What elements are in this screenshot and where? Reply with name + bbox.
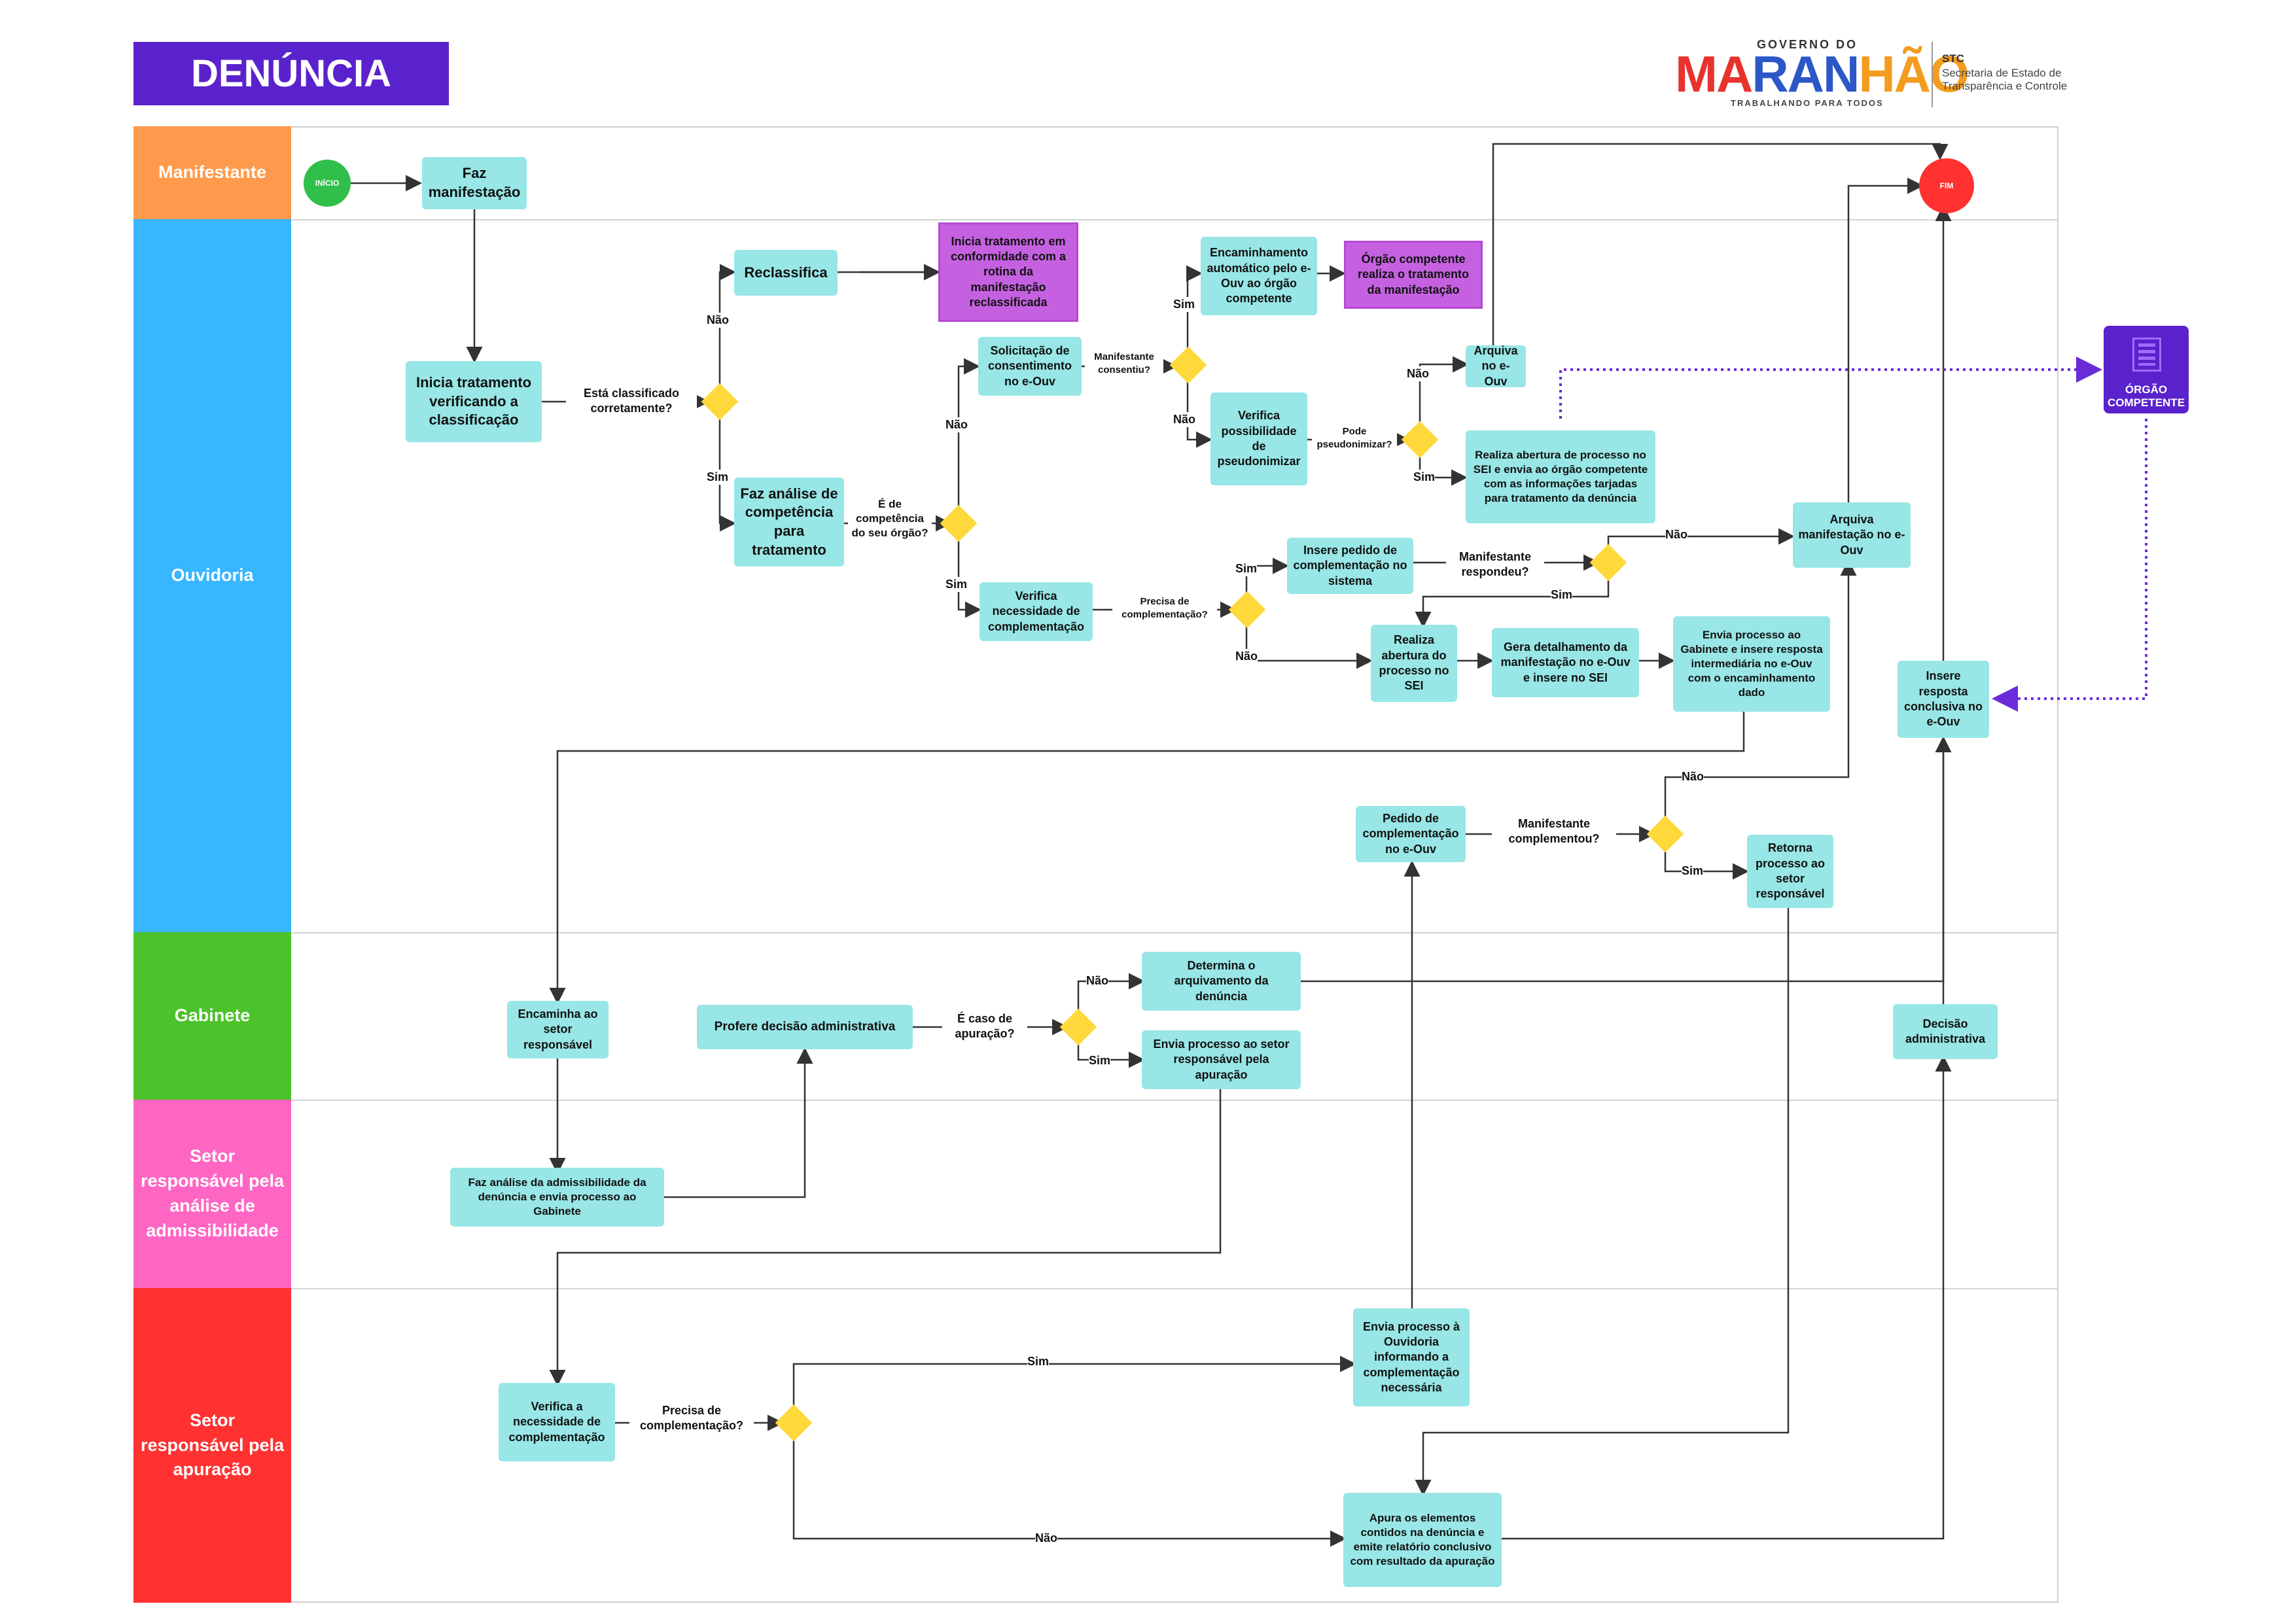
task-arquiva-manifestacao: Arquiva manifestação no e-Ouv: [1793, 502, 1911, 568]
task-encaminhamento-automatico: Encaminhamento automático pelo e-Ouv ao …: [1201, 237, 1317, 315]
answer-sim: Sim: [1235, 561, 1258, 577]
question-respondeu: Manifestante respondeu?: [1446, 550, 1544, 580]
answer-sim: Sim: [1089, 1053, 1111, 1069]
answer-nao: Não: [945, 417, 968, 433]
answer-sim: Sim: [1173, 297, 1195, 313]
question-classificado: Está classificado corretamente?: [566, 386, 697, 417]
page-title: DENÚNCIA: [133, 42, 449, 105]
answer-sim: Sim: [1682, 864, 1704, 879]
answer-nao: Não: [1235, 649, 1258, 665]
answer-nao: Não: [1665, 527, 1688, 543]
answer-sim: Sim: [1413, 470, 1436, 485]
task-solicitacao-consentimento: Solicitação de consentimento no e-Ouv: [978, 337, 1082, 396]
logo-governo-text: GOVERNO DO: [1757, 38, 1858, 51]
lane-ouvidoria: Ouvidoria: [133, 219, 291, 932]
orgao-competente-label: ÓRGÃO COMPETENTE: [2107, 383, 2185, 410]
task-determina-arquivamento: Determina o arquivamento da denúncia: [1142, 952, 1301, 1011]
question-complementou: Manifestante complementou?: [1492, 816, 1616, 847]
task-analise-admissibilidade: Faz análise da admissibilidade da denúnc…: [450, 1168, 664, 1227]
task-orgao-competente-realiza: Órgão competente realiza o tratamento da…: [1344, 241, 1483, 309]
task-gera-detalhamento: Gera detalhamento da manifestação no e-O…: [1492, 628, 1639, 697]
inicio-label: INÍCIO: [315, 179, 340, 188]
answer-nao: Não: [707, 313, 730, 328]
answer-nao: Não: [1035, 1531, 1058, 1546]
question-consentiu: Manifestante consentiu?: [1085, 351, 1163, 376]
lane-gabinete: Gabinete: [133, 932, 291, 1100]
task-verifica-complementacao-apuracao: Verifica a necessidade de complementação: [499, 1383, 615, 1461]
lane-divider: [291, 219, 2058, 220]
task-faz-manifestacao: Faz manifestação: [422, 157, 527, 209]
task-envia-ouvidoria: Envia processo à Ouvidoria informando a …: [1353, 1308, 1470, 1406]
task-reclassifica: Reclassifica: [734, 250, 838, 296]
question-precisa-complementacao-ouvidoria: Precisa de complementação?: [1112, 595, 1217, 621]
answer-nao: Não: [1407, 366, 1430, 382]
answer-sim: Sim: [945, 577, 968, 593]
question-competencia: É de competência do seu órgão?: [848, 497, 932, 541]
answer-nao: Não: [1173, 412, 1196, 428]
logo-stc: STC: [1942, 52, 1964, 65]
lane-divider: [291, 1288, 2058, 1289]
answer-sim: Sim: [707, 470, 729, 485]
answer-nao: Não: [1682, 769, 1704, 785]
task-insere-pedido-complementacao: Insere pedido de complementação no siste…: [1287, 538, 1413, 594]
task-envia-setor-apuracao: Envia processo ao setor responsável pela…: [1142, 1030, 1301, 1089]
logo-tagline: TRABALHANDO PARA TODOS: [1731, 98, 1884, 108]
answer-nao: Não: [1086, 973, 1109, 989]
lane-divider: [291, 932, 2058, 934]
lane-divider: [291, 1100, 2058, 1101]
logo-divider: [1932, 42, 1933, 107]
task-inicia-rotina-reclassificada: Inicia tratamento em conformidade com a …: [938, 222, 1078, 322]
question-pseudonimizar: Pode pseudonimizar?: [1312, 425, 1397, 451]
task-decisao-administrativa: Decisão administrativa: [1893, 1004, 1998, 1059]
task-insere-resposta-conclusiva: Insere resposta conclusiva no e-Ouv: [1898, 661, 1989, 738]
task-retorna-setor: Retorna processo ao setor responsável: [1747, 835, 1833, 908]
building-icon: [2132, 338, 2161, 372]
task-profere-decisao: Profere decisão administrativa: [697, 1005, 913, 1049]
task-envia-gabinete: Envia processo ao Gabinete e insere resp…: [1673, 616, 1830, 712]
task-pedido-complementacao-eouv: Pedido de complementação no e-Ouv: [1356, 806, 1466, 862]
task-analise-competencia: Faz análise de competência para tratamen…: [734, 478, 844, 567]
task-abertura-sei-orgao: Realiza abertura de processo no SEI e en…: [1466, 430, 1655, 523]
fim-label: FIM: [1939, 181, 1954, 190]
lane-apuracao: Setor responsável pela apuração: [133, 1288, 291, 1603]
answer-sim: Sim: [1551, 587, 1573, 603]
answer-sim: Sim: [1027, 1354, 1050, 1370]
task-apura-elementos: Apura os elementos contidos na denúncia …: [1343, 1493, 1502, 1587]
question-precisa-complementacao-apuracao: Precisa de complementação?: [629, 1403, 754, 1434]
task-verifica-complementacao-ouvidoria: Verifica necessidade de complementação: [980, 582, 1093, 641]
task-encaminha-setor: Encaminha ao setor responsável: [507, 1001, 609, 1058]
orgao-competente-node: ÓRGÃO COMPETENTE: [2104, 326, 2189, 413]
task-verifica-pseudonimizar: Verifica possibilidade de pseudonimizar: [1210, 393, 1307, 485]
logo-maranhao-text: MARANHÃO: [1675, 45, 1969, 103]
task-abertura-processo-sei: Realiza abertura do processo no SEI: [1371, 625, 1457, 702]
lane-admissibilidade: Setor responsável pela análise de admiss…: [133, 1100, 291, 1288]
governo-maranhao-logo: GOVERNO DO MARANHÃO TRABALHANDO PARA TOD…: [1675, 35, 2081, 114]
question-caso-apuracao: É caso de apuração?: [942, 1011, 1027, 1042]
lane-manifestante: Manifestante: [133, 126, 291, 219]
task-inicia-tratamento: Inicia tratamento verificando a classifi…: [406, 361, 542, 442]
task-arquiva-eouv: Arquiva no e-Ouv: [1466, 344, 1526, 388]
logo-secretaria: Secretaria de Estado de Transparência e …: [1942, 67, 2068, 92]
